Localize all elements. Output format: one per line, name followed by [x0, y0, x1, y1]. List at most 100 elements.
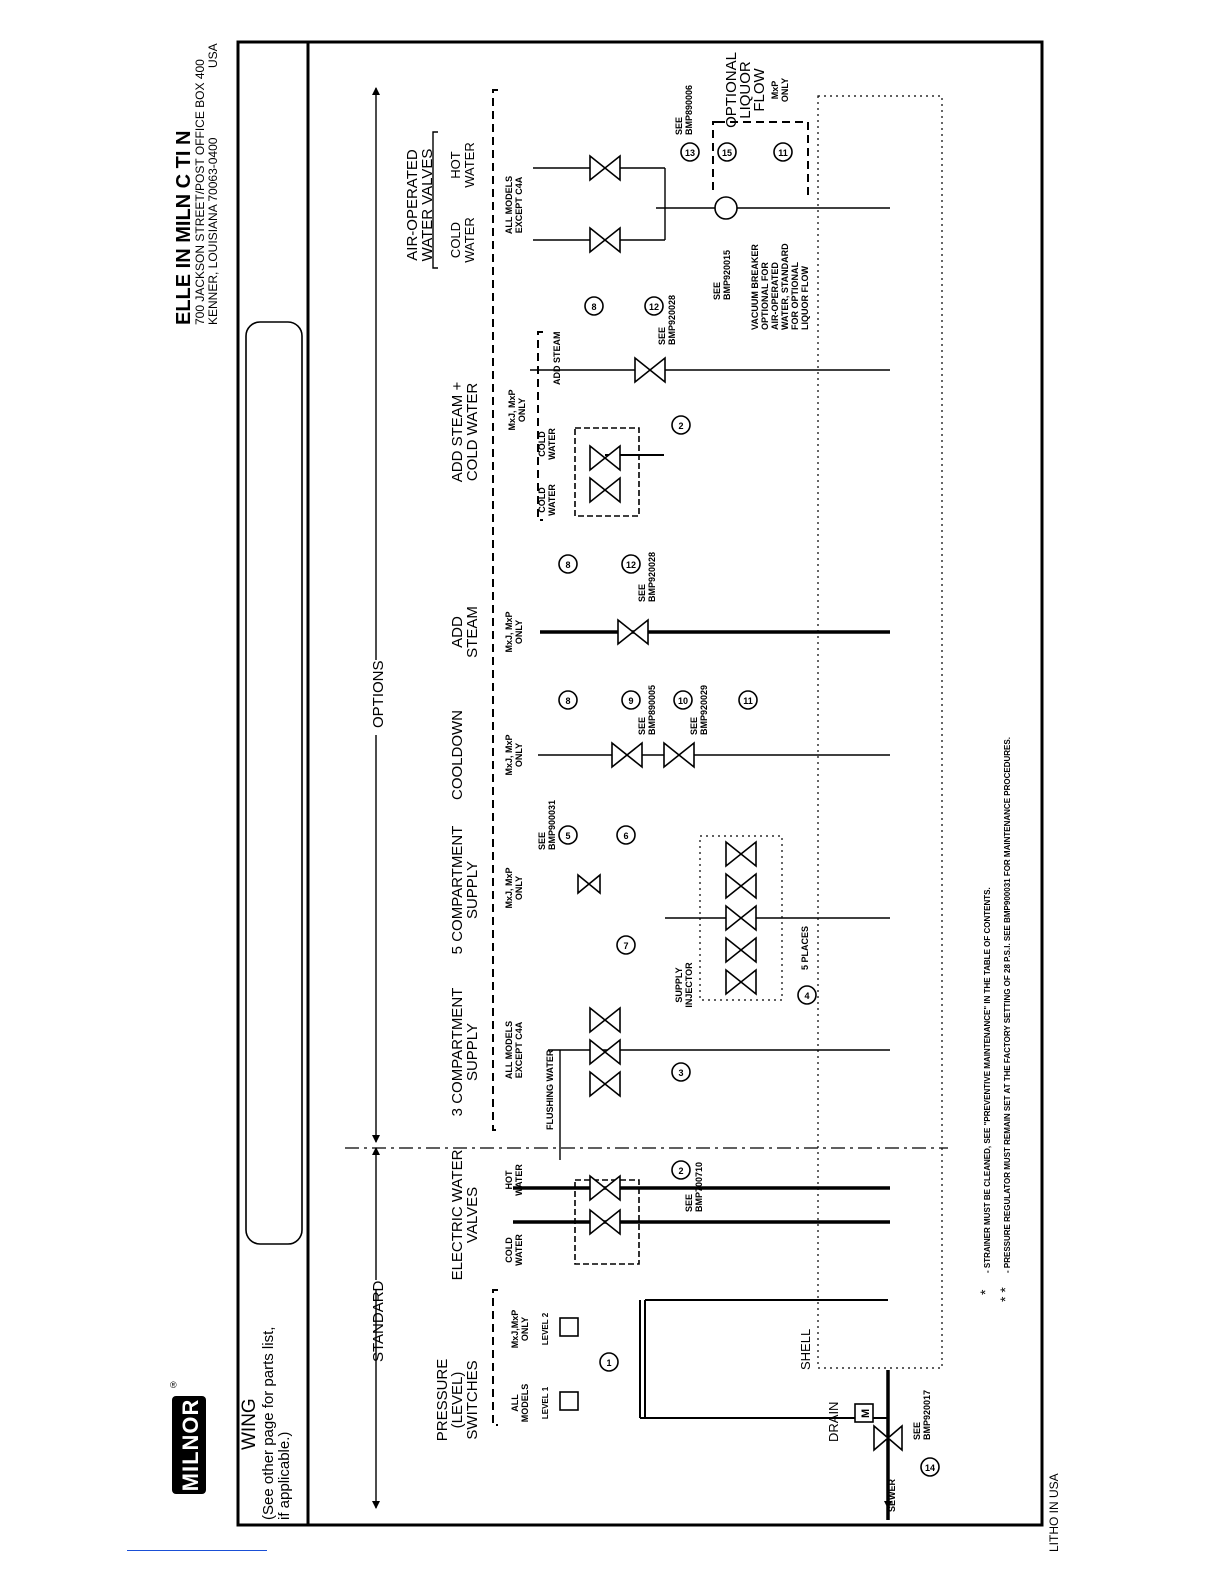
vac-bmp: BMP920015 [722, 250, 732, 300]
as-see: SEE [637, 584, 647, 602]
page-link-underline[interactable] [127, 1550, 267, 1551]
add-steam-see: SEE BMP920028 [637, 552, 657, 602]
drain-see: SEE BMP920017 [912, 1390, 932, 1440]
litho-note: LITHO IN USA [1047, 1473, 1061, 1552]
callout-10-num: 10 [678, 696, 688, 706]
c5-mxj-1: MxJ, MxP [504, 867, 514, 908]
air-valve-hot [589, 154, 621, 182]
heading-optional-3: FLOW [751, 67, 768, 111]
callout-11b-num: 11 [778, 148, 788, 158]
cd-mxj-2: ONLY [514, 743, 524, 767]
add-steam-small-label: ADD STEAM [552, 332, 562, 386]
callout-8a-num: 8 [565, 696, 570, 706]
five-places-label: 5 PLACES [800, 926, 810, 970]
all-models-1: ALL [510, 1394, 520, 1412]
cd10-see: SEE [689, 717, 699, 735]
heading-5-compartment-2: SUPPLY [464, 861, 481, 919]
callout-8a: 8 [558, 690, 578, 710]
pressure-labels: ALL MODELS LEVEL 1 MxJ,MxP ONLY LEVEL 2 [510, 1310, 550, 1423]
outer-frame [236, 40, 1044, 1527]
callout-6-num: 6 [623, 831, 628, 841]
vac-note-5: FOR OPTIONAL [790, 262, 800, 330]
as-mxj-2: ONLY [514, 620, 524, 644]
level-2-switch [559, 1317, 579, 1337]
air-all-models-1: ALL MODELS [504, 176, 514, 234]
callout-3-num: 3 [678, 1068, 683, 1078]
electric-see-label: SEE [684, 1194, 694, 1212]
callout-1: 1 [599, 1352, 619, 1372]
drawing-label: WING (See other page for parts list, if … [239, 1327, 293, 1520]
callout-8b-num: 8 [565, 560, 570, 570]
heading-pressure-3: SWITCHES [464, 1360, 481, 1439]
supply-injector-box [699, 835, 783, 1001]
compartment-3-labels: ALL MODELS EXCEPT C4A [504, 1021, 524, 1079]
heading-add-steam-1: ADD [449, 616, 466, 648]
add-steam-valve-2 [634, 356, 666, 384]
c5-see-label: SEE [537, 832, 547, 850]
callout-13-num: 13 [685, 148, 695, 158]
title-block: ELLE IN MILN C TI N 700 JACKSON STREET/P… [173, 59, 220, 325]
optional-mxp-1: MxP [770, 81, 780, 100]
air-all-models-2: EXCEPT C4A [514, 176, 524, 233]
air-bmp: BMP890006 [684, 85, 694, 135]
cooldown-valve-10 [663, 741, 695, 769]
heading-air-operated-1: AIR-OPERATED [404, 149, 421, 261]
callout-15: 15 [717, 142, 737, 162]
compartment-5-mxj: MxJ, MxP ONLY [504, 867, 524, 908]
drain-valve [873, 1424, 903, 1452]
compartment-5-valves [725, 840, 757, 996]
cd10-bmp: BMP920029 [699, 685, 709, 735]
callout-14: 14 [920, 1457, 940, 1477]
shell-box [817, 95, 943, 1369]
heading-optional-2: LIQUOR [737, 61, 754, 119]
air-hot-label-1: HOT [448, 151, 463, 179]
add-steam-cold-bracket [537, 331, 543, 521]
sewer-label: SEWER [887, 1478, 897, 1512]
callout-7: 7 [616, 935, 636, 955]
callout-8b: 8 [558, 554, 578, 574]
cooldown-see-10: SEE BMP920029 [689, 685, 709, 735]
callout-12a-num: 12 [626, 560, 636, 570]
add-steam-mxj: MxJ, MxP ONLY [504, 611, 524, 652]
electric-cold-2: WATER [514, 1234, 524, 1266]
optional-mxp-2: ONLY [780, 78, 790, 102]
electric-valve-box [574, 1179, 640, 1265]
heading-electric: ELECTRIC WATER VALVES [449, 1149, 481, 1280]
heading-electric-1: ELECTRIC WATER [449, 1149, 466, 1280]
asc-mxj-1: MxJ, MxP [507, 389, 517, 430]
electric-labels: COLD WATER HOT WATER [504, 1164, 524, 1266]
callout-4: 4 [797, 985, 817, 1005]
heading-add-steam-cold-2: COLD WATER [464, 383, 481, 482]
pressure-regulator [577, 873, 601, 895]
heading-electric-2: VALVES [464, 1187, 481, 1243]
electric-bmp: BMP700710 [694, 1162, 704, 1212]
callout-14-num: 14 [925, 1463, 935, 1473]
air-hot-label-2: WATER [462, 142, 477, 188]
country: USA [206, 43, 220, 68]
registered-mark: ® [170, 1380, 177, 1390]
parts-note-1: (See other page for parts list, [260, 1327, 277, 1520]
heading-air-operated: AIR-OPERATED WATER VALVES [404, 149, 436, 262]
electric-see: SEE BMP700710 [684, 1162, 704, 1212]
cooldown-valve-9 [611, 741, 643, 769]
asc-cold-3: COLD [537, 431, 547, 457]
heading-cooldown: COOLDOWN [449, 710, 466, 800]
heading-pressure-1: PRESSURE [434, 1359, 451, 1442]
footnote-1-star: * [977, 1289, 993, 1295]
cd9-see: SEE [637, 717, 647, 735]
air-operated-bracket [432, 131, 438, 269]
callout-9-num: 9 [628, 696, 633, 706]
pressure-bracket [492, 1289, 498, 1426]
vacuum-breaker [714, 196, 738, 220]
footnote-2-text: - PRESSURE REGULATOR MUST REMAIN SET AT … [1003, 737, 1012, 1273]
address-line-1: 700 JACKSON STREET/POST OFFICE BOX 400 [193, 59, 207, 325]
supply-injector-2: INJECTOR [684, 962, 694, 1008]
callout-15-num: 15 [722, 148, 732, 158]
asc-cold-1: COLD [537, 487, 547, 513]
heading-add-steam-cold: ADD STEAM + COLD WATER [449, 382, 481, 483]
level-2-label: LEVEL 2 [541, 1312, 550, 1345]
callout-3: 3 [671, 1062, 691, 1082]
electric-valves [589, 1174, 621, 1236]
electric-cold-1: COLD [504, 1237, 514, 1263]
shell-label: SHELL [798, 1329, 813, 1370]
